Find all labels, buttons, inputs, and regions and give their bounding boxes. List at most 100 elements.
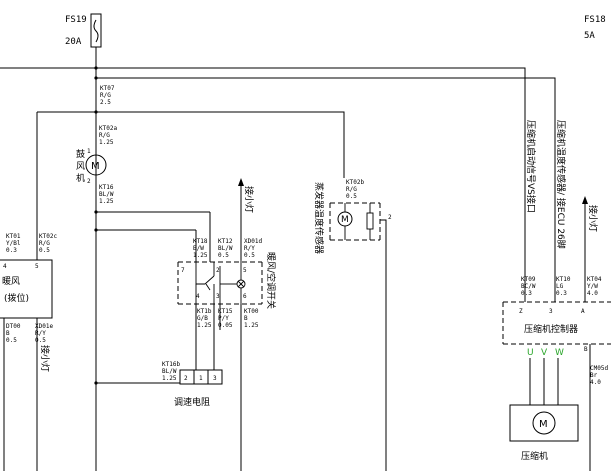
junction-dot xyxy=(94,381,98,385)
svg-text:B: B xyxy=(6,330,10,337)
svg-text:4: 4 xyxy=(196,293,200,300)
svg-text:CM05d: CM05d xyxy=(590,365,608,372)
comp-vs-label: 压缩机启动信号VS接口 xyxy=(525,120,537,213)
blower-label-3: 机 xyxy=(76,172,85,184)
svg-text:BL/W: BL/W xyxy=(218,245,233,252)
svg-text:3: 3 xyxy=(213,375,217,382)
svg-text:R/Y: R/Y xyxy=(35,330,46,337)
compressor: M 压缩机 xyxy=(509,404,579,462)
svg-text:3: 3 xyxy=(549,308,553,315)
svg-text:Z: Z xyxy=(519,308,523,315)
svg-text:R/Y: R/Y xyxy=(244,245,255,252)
svg-text:B: B xyxy=(584,346,588,353)
svg-text:2: 2 xyxy=(388,214,392,221)
heater-fan-module: 4 5 暖风 (拨位) xyxy=(0,259,53,471)
motor-letter: M xyxy=(91,161,100,172)
svg-text:LG: LG xyxy=(556,283,564,290)
svg-text:KT15: KT15 xyxy=(218,308,233,315)
compressor-motor-letter: M xyxy=(539,419,548,430)
svg-text:1: 1 xyxy=(87,148,91,155)
wire-label-kt15: KT15 P/Y 0.05 xyxy=(218,308,233,329)
svg-text:KT02a: KT02a xyxy=(99,125,117,132)
arrow-up-icon xyxy=(582,196,588,204)
blower-label-1: 鼓 xyxy=(76,148,85,160)
heater-fan-label: 暖风 xyxy=(2,275,20,287)
blower-motor-circle xyxy=(85,154,107,176)
wire-label-kt12: KT12 BL/W 0.5 xyxy=(218,238,233,259)
heater-fan-sublabel: (拨位) xyxy=(4,292,29,304)
svg-text:R/G: R/G xyxy=(99,132,110,139)
wire-label-xd01e: XD01e R/Y 0.5 xyxy=(35,323,53,344)
wire-label-kt16: KT16 BL/W 1.25 xyxy=(99,184,114,205)
fuse-fs19-element xyxy=(93,19,99,43)
phase-w-label: W xyxy=(555,348,564,358)
svg-text:KT09: KT09 xyxy=(521,276,536,283)
wire-label-kt1b: KT1b G/B 1.25 xyxy=(197,308,212,329)
svg-text:3: 3 xyxy=(216,293,220,300)
wire-label-cm05d: CM05d Br 4.0 xyxy=(590,365,608,386)
wire-label-kt00: KT00 B 1.25 xyxy=(244,308,259,329)
svg-text:4.0: 4.0 xyxy=(587,290,598,297)
svg-text:1: 1 xyxy=(199,375,203,382)
fuse-fs19: FS19 20A xyxy=(65,13,102,48)
svg-text:2: 2 xyxy=(87,178,91,185)
junction-dot xyxy=(94,228,98,232)
svg-text:1.25: 1.25 xyxy=(162,375,177,382)
svg-text:0.5: 0.5 xyxy=(218,252,229,259)
svg-text:DT00: DT00 xyxy=(6,323,21,330)
svg-text:4.0: 4.0 xyxy=(590,379,601,386)
svg-text:0.3: 0.3 xyxy=(6,247,17,254)
svg-text:KT10: KT10 xyxy=(556,276,571,283)
wire-label-xd01d: XD01d R/Y 0.5 xyxy=(244,238,262,259)
comp-inner-label: 压缩机温度传感器/ 接ECU 26脚 xyxy=(555,120,567,249)
main-feed-wires xyxy=(0,47,556,471)
svg-text:Y/Bl: Y/Bl xyxy=(6,240,21,247)
resistor-connector xyxy=(179,369,223,385)
compressor-body xyxy=(509,404,579,442)
wire-label-kt18: KT18 B/W 1.25 xyxy=(193,238,208,259)
svg-text:2.5: 2.5 xyxy=(100,99,111,106)
wire-label-dt00: DT00 B 0.5 xyxy=(6,323,21,344)
junction-dot xyxy=(94,66,98,70)
wire-label-kt02a: KT02a R/G 1.25 xyxy=(99,125,117,146)
svg-text:KT02b: KT02b xyxy=(346,179,364,186)
svg-text:KT07: KT07 xyxy=(100,85,115,92)
fuse-fs18-name: FS18 xyxy=(584,15,606,25)
fuse-fs18-rating: 5A xyxy=(584,31,595,41)
temp-sensor-label: 蒸发器温度传感器 xyxy=(313,182,325,254)
svg-text:7: 7 xyxy=(181,267,185,274)
svg-text:0.5: 0.5 xyxy=(6,337,17,344)
svg-text:A: A xyxy=(581,308,585,315)
svg-text:0.5: 0.5 xyxy=(244,252,255,259)
svg-text:XD01d: XD01d xyxy=(244,238,262,245)
svg-text:5: 5 xyxy=(243,267,247,274)
blower-motor: M 1 2 鼓 风 机 xyxy=(76,148,107,185)
svg-text:KT04: KT04 xyxy=(587,276,602,283)
junction-dot xyxy=(94,76,98,80)
svg-text:G/B: G/B xyxy=(197,315,208,322)
resistor-label: 调速电阻 xyxy=(174,396,210,408)
to-light-label-2: 接小灯 xyxy=(587,205,599,232)
wire-label-kt16b: KT16b BL/W 1.25 xyxy=(162,361,180,382)
to-light-terminal: 接小灯 xyxy=(238,178,255,260)
svg-text:0.5: 0.5 xyxy=(346,193,357,200)
wire-label-kt10: KT10 LG 0.3 xyxy=(556,276,571,297)
svg-text:XD01e: XD01e xyxy=(35,323,53,330)
svg-text:B/W: B/W xyxy=(193,245,204,252)
svg-text:P/Y: P/Y xyxy=(218,315,229,322)
wire-label-kt07: KT07 R/G 2.5 xyxy=(100,85,115,106)
svg-text:1.25: 1.25 xyxy=(244,322,259,329)
svg-text:0.5: 0.5 xyxy=(39,247,50,254)
heater-fan-box xyxy=(0,259,53,319)
compressor-controller: Z 3 A B 压缩机控制器 U V W xyxy=(502,252,611,471)
svg-text:6: 6 xyxy=(243,293,247,300)
svg-text:1.25: 1.25 xyxy=(99,139,114,146)
fuse-fs19-name: FS19 xyxy=(65,15,87,25)
svg-text:KT16: KT16 xyxy=(99,184,114,191)
svg-text:4: 4 xyxy=(3,263,7,270)
svg-text:1.25: 1.25 xyxy=(193,252,208,259)
svg-text:KT16b: KT16b xyxy=(162,361,180,368)
svg-text:Br: Br xyxy=(590,372,598,379)
ac-switch-label: 暖风/空调开关 xyxy=(265,252,277,309)
